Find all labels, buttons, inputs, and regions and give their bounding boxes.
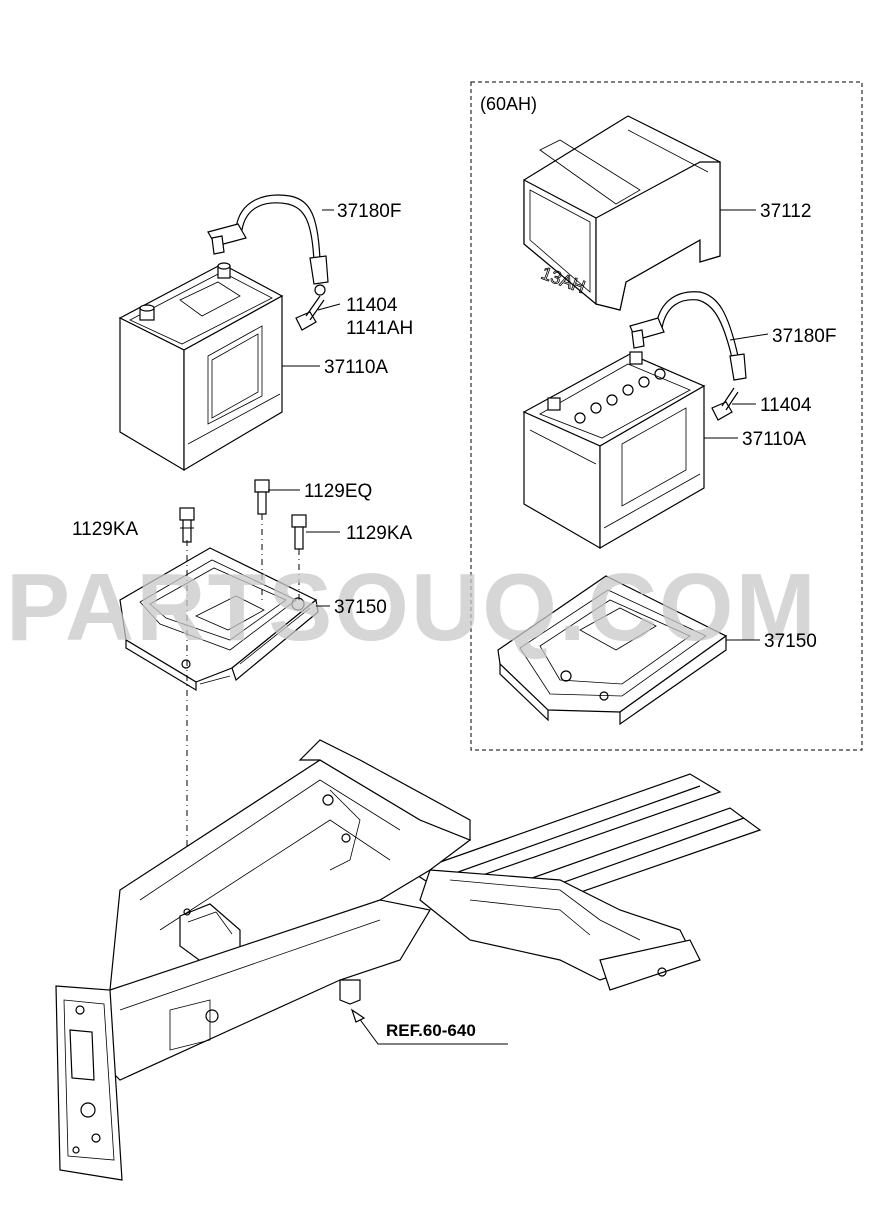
battery-tray-left[interactable] — [119, 547, 319, 692]
part-label-bolt-11404-right[interactable]: 11404 — [760, 395, 812, 416]
variant-label: (60AH) — [480, 94, 537, 114]
leader-lines — [180, 209, 769, 1045]
part-label-bolt-1129ka-left[interactable]: 1129KA — [72, 519, 139, 540]
part-label-battery-left[interactable]: 37110A — [324, 357, 388, 378]
part-label-tray-right[interactable]: 37150 — [764, 631, 817, 652]
variant-group-box — [470, 81, 863, 751]
part-label-bolt-11404-left[interactable]: 11404 — [346, 295, 398, 316]
part-label-bolt-1129ka-right[interactable]: 1129KA — [346, 523, 413, 544]
reference-label[interactable]: REF.60-640 — [386, 1021, 476, 1040]
bolt-1129ka-right[interactable] — [291, 514, 307, 550]
terminal-bolt-left[interactable] — [295, 295, 325, 331]
battery-cover[interactable]: 13AH — [523, 115, 721, 311]
battery-cable-left[interactable] — [207, 194, 329, 296]
battery-tray-right[interactable] — [497, 575, 728, 726]
bolt-1129ka-left[interactable] — [179, 507, 195, 543]
part-label-tray-left[interactable]: 37150 — [334, 597, 387, 618]
body-frame — [55, 739, 762, 1181]
part-label-cover[interactable]: 37112 — [760, 201, 811, 222]
battery-cable-right[interactable] — [629, 291, 747, 381]
terminal-bolt-right[interactable] — [711, 387, 739, 421]
part-label-battery-right[interactable]: 37110A — [742, 429, 806, 450]
watermark: PARTSOUQ.COM — [6, 554, 818, 661]
part-label-cable-right[interactable]: 37180F — [772, 326, 836, 347]
battery-left[interactable] — [118, 262, 284, 472]
part-label-cable-left[interactable]: 37180F — [337, 201, 401, 222]
part-label-bolt-1129eq[interactable]: 1129EQ — [304, 481, 372, 502]
battery-right[interactable] — [522, 351, 706, 550]
part-label-bolt-1141ah[interactable]: 1141AH — [346, 318, 413, 339]
bolt-1129eq[interactable] — [254, 479, 270, 515]
